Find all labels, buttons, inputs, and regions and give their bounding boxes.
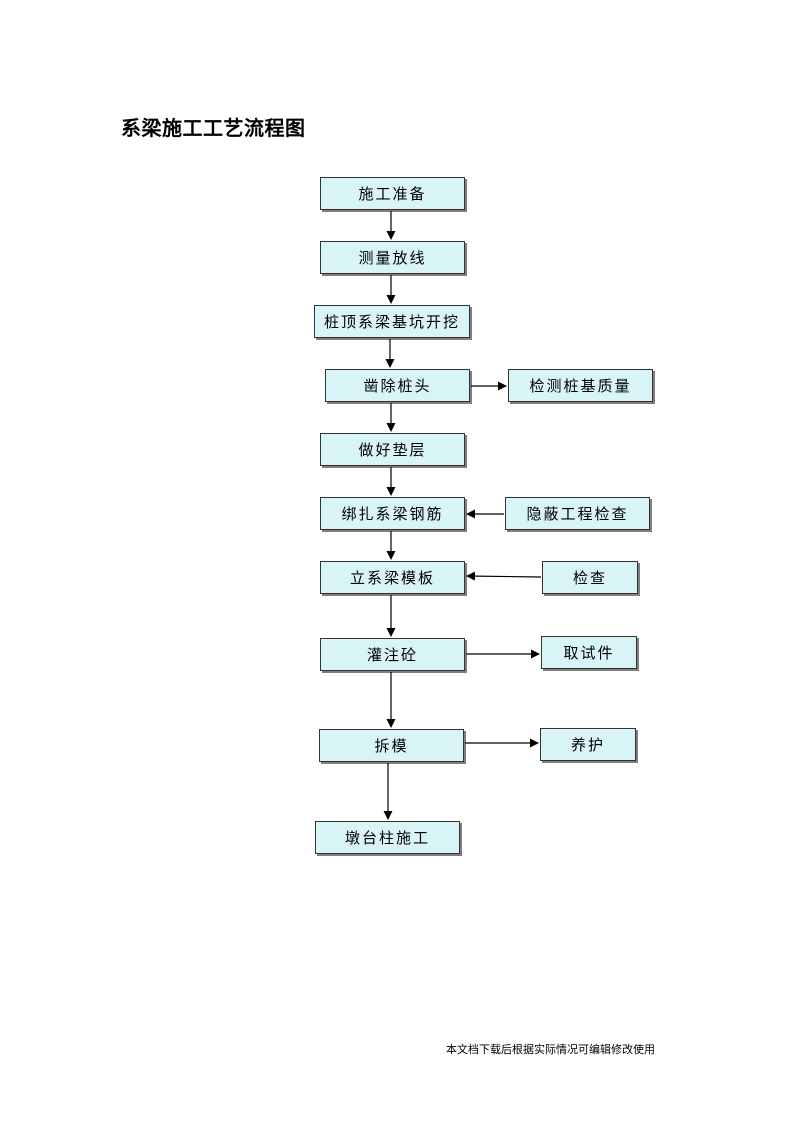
side-curing: 养护 bbox=[540, 728, 636, 761]
step-concrete-pouring: 灌注砼 bbox=[320, 638, 465, 671]
step-pit-excavation: 桩顶系梁基坑开挖 bbox=[314, 305, 470, 338]
step-cushion-layer: 做好垫层 bbox=[320, 433, 465, 466]
footer-note: 本文档下载后根据实际情况可编辑修改使用 bbox=[446, 1043, 655, 1056]
step-pier-column: 墩台柱施工 bbox=[315, 821, 460, 854]
step-formwork-setup: 立系梁模板 bbox=[320, 561, 465, 594]
step-pile-head-removal: 凿除桩头 bbox=[325, 369, 470, 402]
step-construction-prep: 施工准备 bbox=[320, 177, 465, 210]
side-hidden-work-inspection: 隐蔽工程检查 bbox=[505, 497, 650, 530]
step-formwork-removal: 拆模 bbox=[319, 729, 464, 762]
step-rebar-binding: 绑扎系梁钢筋 bbox=[320, 497, 465, 530]
side-take-samples: 取试件 bbox=[541, 636, 637, 669]
page-title: 系梁施工工艺流程图 bbox=[121, 116, 306, 140]
side-inspection: 检查 bbox=[542, 561, 638, 594]
arrow-from-inspection bbox=[466, 571, 542, 581]
side-pile-quality-check: 检测桩基质量 bbox=[508, 369, 653, 402]
step-survey-layout: 测量放线 bbox=[320, 241, 465, 274]
